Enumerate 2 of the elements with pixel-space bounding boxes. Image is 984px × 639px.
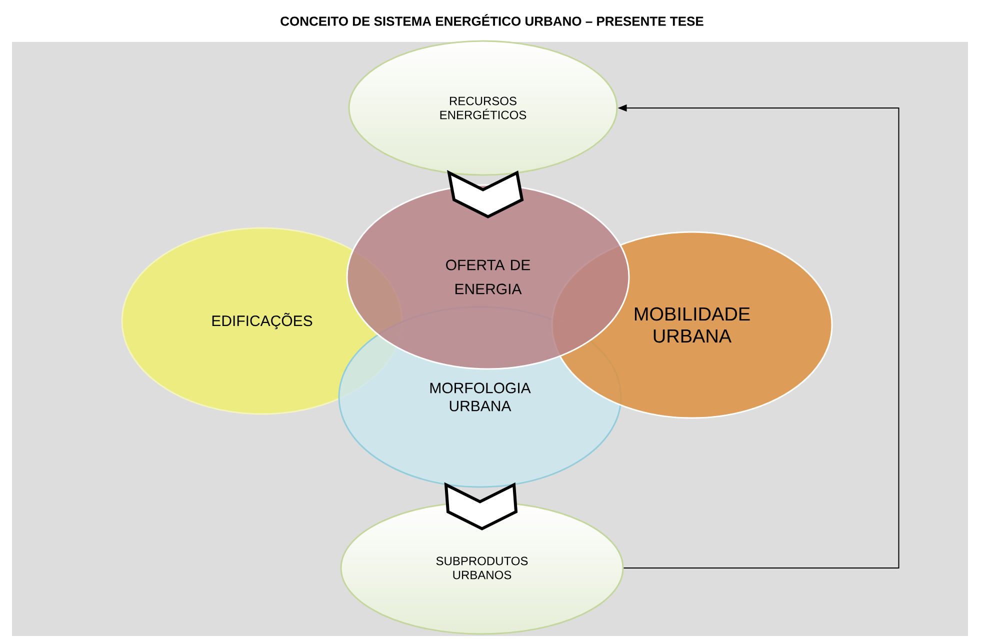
title: CONCEITO DE SISTEMA ENERGÉTICO URBANO – PRESENTE TESE	[280, 14, 704, 26]
ellipse-node: OFERTA DE ENERGIA	[346, 184, 630, 370]
